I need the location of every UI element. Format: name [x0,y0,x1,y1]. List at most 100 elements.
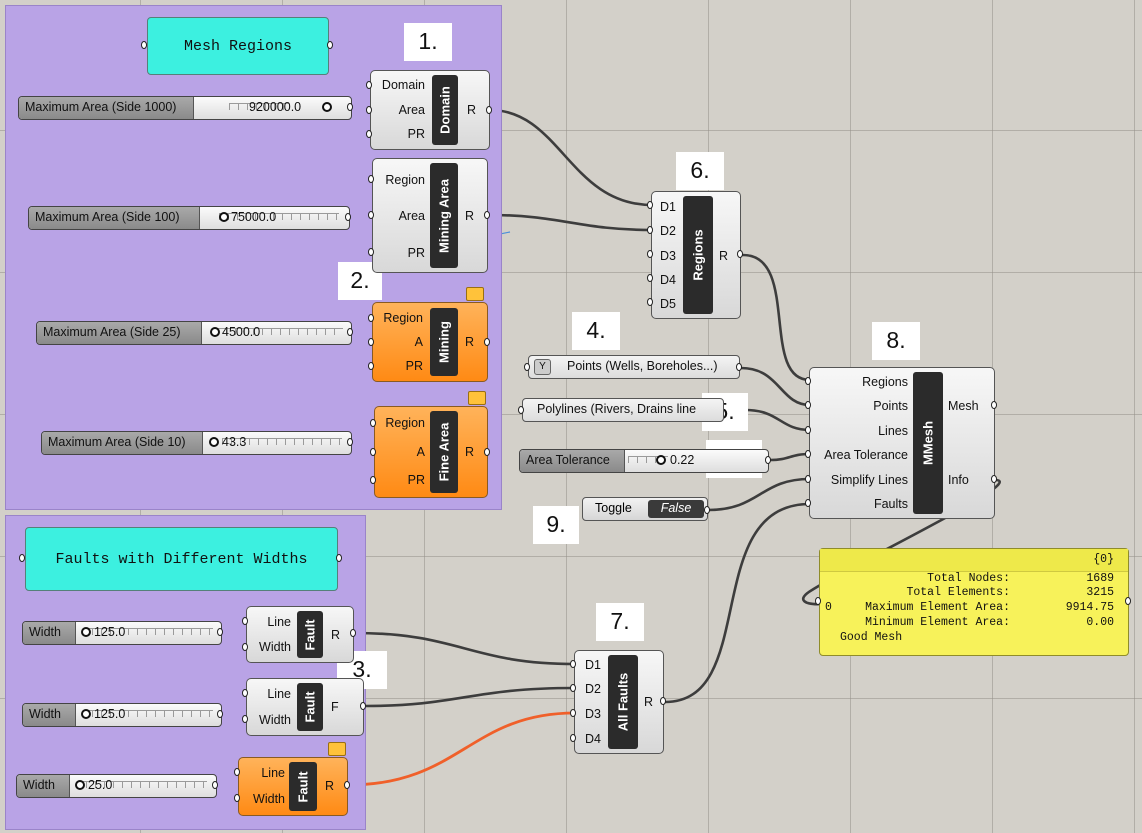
slider-knob[interactable] [656,455,666,465]
output-port[interactable] [486,106,492,114]
faults-panel[interactable]: Faults with Different Widths [25,527,338,591]
width-slider-1[interactable]: Width 125.0 [22,621,222,645]
all-faults-component[interactable]: D1 D2 D3 D4 All Faults R [574,650,664,754]
mmesh-component[interactable]: Regions Points Lines Area Tolerance Simp… [809,367,995,519]
output-port[interactable] [737,250,743,258]
slider-output-port[interactable] [765,456,771,464]
slider-name: Maximum Area (Side 100) [29,207,200,229]
regions-component[interactable]: D1 D2 D3 D4 D5 Regions R [651,191,741,319]
toggle-value[interactable]: False [648,500,704,518]
input-port[interactable] [242,689,248,697]
slider-output-port[interactable] [345,213,351,221]
mining-component[interactable]: Region A PR Mining R [372,302,488,382]
slider-output-port[interactable] [217,710,223,718]
input-port[interactable] [570,660,576,668]
warning-flag-icon[interactable] [466,287,484,301]
input-port[interactable] [805,475,811,483]
max-area-1000-slider[interactable]: Maximum Area (Side 1000) 920000.0 [18,96,352,120]
input-port[interactable] [366,81,372,89]
input-port[interactable] [570,709,576,717]
mesh-regions-panel[interactable]: Mesh Regions [147,17,329,75]
points-param[interactable]: Y Points (Wells, Boreholes...) [528,355,740,379]
input-port[interactable] [368,338,374,346]
input-port[interactable] [242,617,248,625]
domain-component[interactable]: Domain Area PR Domain R [370,70,490,150]
output-port[interactable] [660,697,666,705]
input-port[interactable] [234,794,240,802]
input-port[interactable] [366,130,372,138]
fault-component-2[interactable]: Line Width Fault F [246,678,364,736]
output-port[interactable] [350,629,356,637]
input-port[interactable] [805,499,811,507]
info-panel[interactable]: {0} 0 Total Nodes: 1689 Total Elements: … [819,548,1129,656]
input-port[interactable] [242,715,248,723]
param-output-port[interactable] [736,363,742,371]
slider-knob[interactable] [219,212,229,222]
output-port[interactable] [484,448,490,456]
mining-area-component[interactable]: Region Area PR Mining Area R [372,158,488,273]
warning-flag-icon[interactable] [328,742,346,756]
slider-output-port[interactable] [347,328,353,336]
input-port[interactable] [368,314,374,322]
input-port[interactable] [368,211,374,219]
width-slider-3[interactable]: Width 25.0 [16,774,217,798]
fine-area-component[interactable]: Region A PR Fine Area R [374,406,488,498]
slider-knob[interactable] [209,437,219,447]
param-input-port[interactable] [524,363,530,371]
panel-input-port[interactable] [815,597,821,605]
input-port[interactable] [234,768,240,776]
warning-flag-icon[interactable] [468,391,486,405]
simplify-toggle[interactable]: Toggle False [582,497,708,521]
toggle-output-port[interactable] [704,506,710,514]
panel-port-right[interactable] [327,41,333,49]
input-port[interactable] [368,248,374,256]
panel-port-left[interactable] [19,554,25,562]
area-tolerance-slider[interactable]: Area Tolerance 0.22 [519,449,769,473]
slider-knob[interactable] [322,102,332,112]
max-area-100-slider[interactable]: Maximum Area (Side 100) 75000.0 [28,206,350,230]
input-port[interactable] [647,274,653,282]
width-slider-2[interactable]: Width 125.0 [22,703,222,727]
input-port[interactable] [805,377,811,385]
input-port[interactable] [647,298,653,306]
input-port[interactable] [242,643,248,651]
input-port[interactable] [805,450,811,458]
input-port[interactable] [805,426,811,434]
output-port[interactable] [484,338,490,346]
output-port[interactable] [344,781,350,789]
param-input-port[interactable] [518,406,524,414]
max-area-25-slider[interactable]: Maximum Area (Side 25) 4500.0 [36,321,352,345]
input-port[interactable] [647,201,653,209]
max-area-10-slider[interactable]: Maximum Area (Side 10) 43.3 [41,431,352,455]
input-port[interactable] [368,362,374,370]
panel-output-port[interactable] [1125,597,1131,605]
input-port[interactable] [368,175,374,183]
slider-output-port[interactable] [347,438,353,446]
output-port[interactable] [991,401,997,409]
slider-output-port[interactable] [217,628,223,636]
fault-component-3[interactable]: Line Width Fault R [238,757,348,816]
fault-component-1[interactable]: Line Width Fault R [246,606,354,663]
output-port[interactable] [360,702,366,710]
slider-knob[interactable] [75,780,85,790]
polylines-param[interactable]: Polylines (Rivers, Drains line [522,398,724,422]
input-port[interactable] [805,401,811,409]
slider-output-port[interactable] [347,103,353,111]
input-port[interactable] [570,734,576,742]
input-port[interactable] [570,684,576,692]
input-port[interactable] [647,250,653,258]
slider-knob[interactable] [81,709,91,719]
output-port[interactable] [991,475,997,483]
input-port[interactable] [370,448,376,456]
input-port[interactable] [366,106,372,114]
panel-port-left[interactable] [141,41,147,49]
slider-output-port[interactable] [212,781,218,789]
slider-knob[interactable] [81,627,91,637]
slider-knob[interactable] [210,327,220,337]
panel-port-right[interactable] [336,554,342,562]
input-port[interactable] [647,226,653,234]
input-port[interactable] [370,476,376,484]
output-port[interactable] [484,211,490,219]
input-port[interactable] [370,419,376,427]
